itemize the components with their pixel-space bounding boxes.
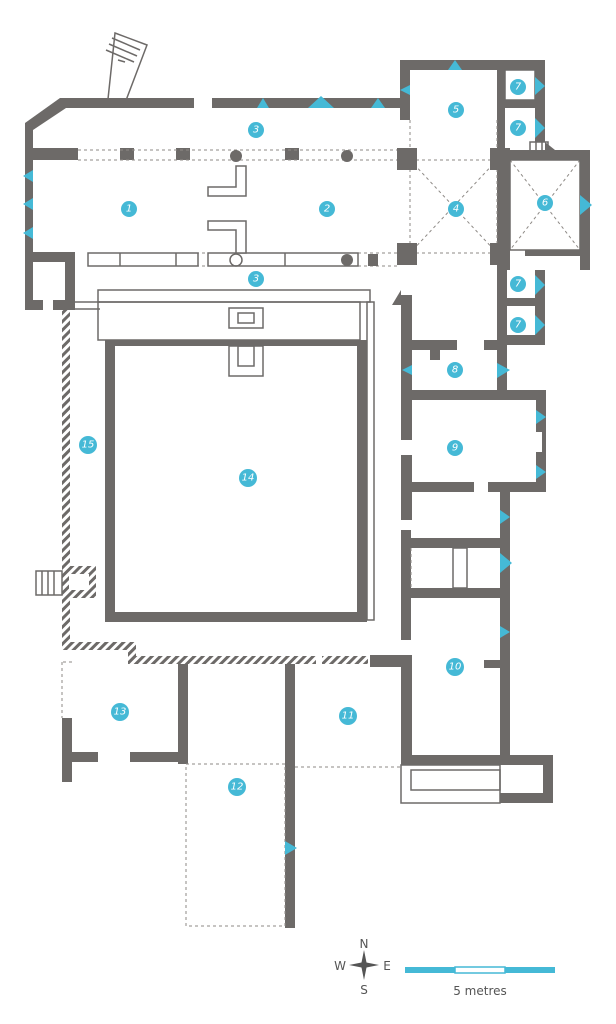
north-range-walls [25, 98, 402, 310]
room-marker-room-1: 1 [121, 201, 137, 217]
room-number-label: 4 [453, 204, 459, 215]
room-number-label: 7 [515, 123, 522, 134]
compass-west: W [334, 959, 346, 973]
scale-label: 5 metres [453, 984, 507, 998]
room-marker-circle [228, 778, 246, 796]
room-number-label: 3 [253, 274, 259, 285]
compass-rose: N S W E [334, 937, 391, 997]
room-marker-room-4: 4 [448, 201, 464, 217]
room-marker-room-8: 8 [447, 362, 463, 378]
room-marker-circle [248, 122, 264, 138]
room-number-label: 12 [231, 782, 244, 793]
room-number-label: 7 [515, 279, 522, 290]
room-marker-room-7d: 7 [510, 317, 526, 333]
scale-bar: 5 metres [405, 966, 555, 998]
room-marker-room-3-south: 3 [248, 271, 264, 287]
room-marker-room-15: 15 [79, 436, 97, 454]
room-marker-room-2: 2 [319, 201, 335, 217]
room-number-label: 7 [515, 82, 522, 93]
room-marker-room-5: 5 [448, 102, 464, 118]
room-number-label: 6 [542, 198, 548, 209]
room-marker-circle [510, 276, 526, 292]
room-number-label: 8 [452, 365, 458, 376]
room-marker-room-12: 12 [228, 778, 246, 796]
room-marker-circle [537, 195, 553, 211]
room-number-label: 1 [126, 204, 132, 215]
room-marker-circle [447, 362, 463, 378]
room-marker-circle [447, 440, 463, 456]
room-number-label: 14 [242, 473, 255, 484]
north-wall-openings [23, 96, 385, 239]
room-marker-room-7a: 7 [510, 79, 526, 95]
room-number-label: 15 [82, 440, 95, 451]
compass-east: E [383, 959, 391, 973]
room-marker-circle [448, 102, 464, 118]
compass-north: N [360, 937, 369, 951]
room-number-label: 3 [253, 125, 259, 136]
room-number-label: 2 [324, 204, 330, 215]
room-marker-room-7c: 7 [510, 276, 526, 292]
room-number-label: 5 [453, 105, 459, 116]
room-marker-circle [239, 469, 257, 487]
room-marker-circle [121, 201, 137, 217]
room-marker-circle [446, 658, 464, 676]
room-number-label: 10 [449, 662, 462, 673]
room-marker-circle [111, 703, 129, 721]
room-marker-room-9: 9 [447, 440, 463, 456]
east-range-walls [370, 290, 553, 804]
room-marker-circle [510, 79, 526, 95]
room-marker-room-13: 13 [111, 703, 129, 721]
room-marker-circle [339, 707, 357, 725]
room-number-label: 11 [342, 711, 355, 722]
room-number-label: 13 [114, 707, 127, 718]
room-marker-circle [248, 271, 264, 287]
room-marker-room-3-north: 3 [248, 122, 264, 138]
room-marker-circle [79, 436, 97, 454]
room-marker-circle [510, 317, 526, 333]
room-number-label: 9 [452, 443, 458, 454]
room-marker-room-14: 14 [239, 469, 257, 487]
south-range-walls [61, 661, 401, 928]
compass-south: S [360, 983, 368, 997]
room-marker-circle [319, 201, 335, 217]
room-marker-room-10: 10 [446, 658, 464, 676]
room-number-label: 7 [515, 320, 522, 331]
cloister-walls [35, 289, 375, 664]
room-marker-circle [448, 201, 464, 217]
room-marker-circle [510, 120, 526, 136]
room-marker-room-7b: 7 [510, 120, 526, 136]
east-block-walls [397, 60, 592, 345]
north-west-stair [105, 31, 148, 104]
room-marker-room-11: 11 [339, 707, 357, 725]
room-marker-room-6: 6 [537, 195, 553, 211]
